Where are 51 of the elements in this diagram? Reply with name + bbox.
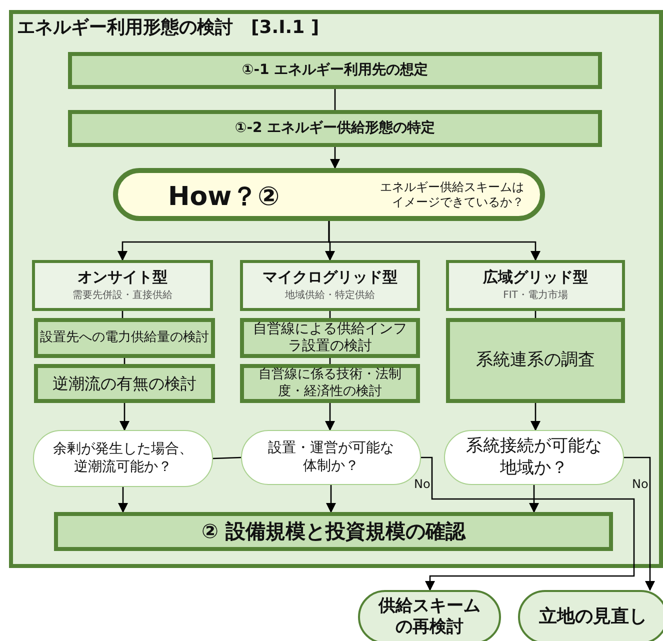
edge-label: No bbox=[413, 478, 432, 490]
arrow bbox=[326, 485, 336, 513]
question-pill bbox=[113, 168, 545, 221]
type-subtitle: 地域供給・特定供給 bbox=[285, 290, 375, 303]
type-subtitle: 需要先併設・直接供給 bbox=[72, 290, 172, 303]
outcome-pill bbox=[358, 590, 501, 641]
node-text: 設置先への電力供給量の検討 bbox=[39, 330, 210, 346]
node-text: ①-1 エネルギー利用先の想定 bbox=[242, 62, 428, 80]
type-box bbox=[240, 260, 420, 311]
task-box bbox=[240, 318, 420, 358]
arrow bbox=[120, 403, 130, 431]
node-text: ② 設備規模と投資規模の確認 bbox=[202, 519, 466, 544]
type-box bbox=[446, 260, 625, 311]
node-text: 立地の見直し bbox=[538, 606, 648, 628]
step-box bbox=[68, 110, 602, 147]
type-box bbox=[32, 260, 213, 311]
question-text: エネルギー供給スキームはイメージできているか？ bbox=[379, 180, 524, 210]
arrow bbox=[421, 456, 635, 591]
node-text: 系統連系の調査 bbox=[475, 350, 596, 372]
type-heading: オンサイト型 bbox=[78, 268, 168, 288]
node-text: ①-2 エネルギー供給形態の特定 bbox=[234, 120, 436, 138]
type-subtitle: FIT・電力市場 bbox=[503, 290, 568, 303]
node-text: 逆潮流の有無の検討 bbox=[52, 374, 198, 394]
task-box bbox=[446, 318, 625, 403]
step-box bbox=[68, 52, 602, 89]
panel-heading: エネルギー利用形態の検討 [3.Ⅰ.1 ] bbox=[17, 17, 320, 40]
arrow bbox=[624, 456, 655, 591]
arrow bbox=[118, 487, 128, 513]
connector-line bbox=[212, 456, 242, 460]
connector-line bbox=[334, 89, 336, 110]
result-box bbox=[54, 512, 613, 551]
arrow bbox=[330, 147, 340, 169]
node-text: 設置・運営が可能な体制か？ bbox=[267, 440, 395, 475]
outcome-pill bbox=[518, 590, 663, 641]
arrow bbox=[529, 485, 539, 513]
node-text: 余剰が発生した場合、逆潮流可能か？ bbox=[52, 441, 194, 476]
type-heading: マイクログリッド型 bbox=[262, 268, 398, 288]
node-text: 自営線による供給インフラ設置の検討 bbox=[252, 320, 408, 356]
node-text: 系統接続が可能な地域か？ bbox=[465, 436, 603, 479]
frame-panel bbox=[9, 10, 663, 568]
question-heading: How？② bbox=[168, 181, 280, 214]
edge-label: No bbox=[631, 478, 650, 490]
node-text: 自営線に係る技術・法制度・経済性の検討 bbox=[258, 367, 402, 400]
type-heading: 広域グリッド型 bbox=[483, 268, 588, 288]
node-text: 供給スキームの再検討 bbox=[377, 596, 482, 638]
arrow bbox=[325, 403, 335, 431]
task-box bbox=[34, 318, 215, 358]
task-box bbox=[240, 364, 420, 403]
task-box bbox=[34, 364, 215, 403]
arrow bbox=[328, 221, 540, 261]
arrow bbox=[530, 403, 540, 431]
